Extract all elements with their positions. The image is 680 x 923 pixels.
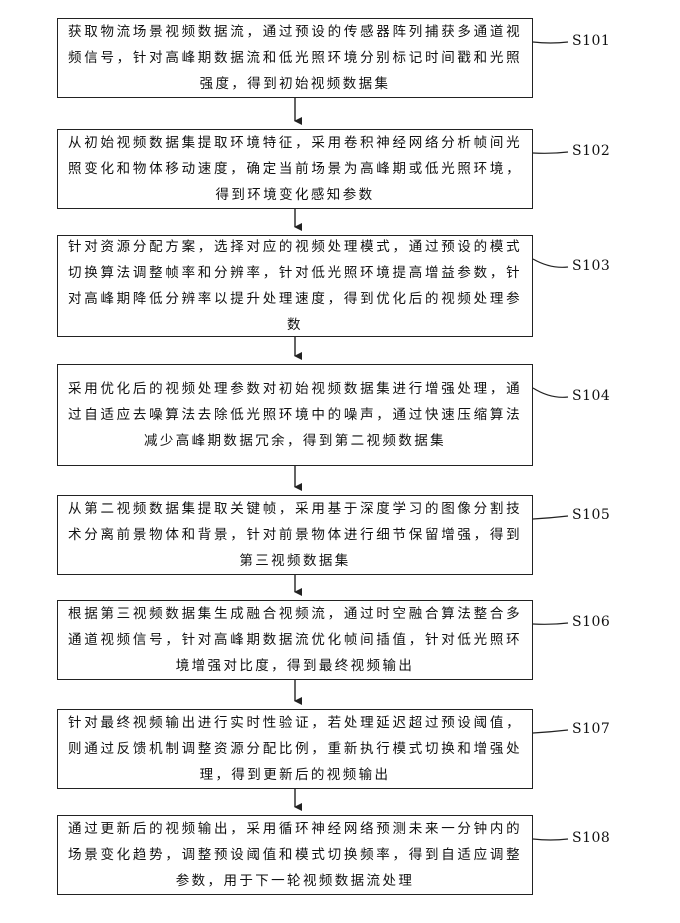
step-box-s101: 获取物流场景视频数据流，通过预设的传感器阵列捕获多通道视频信号，针对高峰期数据流…: [57, 18, 533, 98]
label-leader-line: [533, 388, 568, 397]
step-label-s101: S101: [572, 33, 610, 49]
step-label-s108: S108: [572, 830, 610, 846]
step-text-s106: 根据第三视频数据集生成融合视频流，通过时空融合算法整合多通道视频信号，针对高峰期…: [68, 601, 522, 679]
step-box-s105: 从第二视频数据集提取关键帧，采用基于深度学习的图像分割技术分离前景物体和背景，针…: [57, 495, 533, 575]
label-leader-line: [533, 516, 568, 519]
step-label-s103: S103: [572, 258, 610, 274]
step-label-s105: S105: [572, 507, 610, 523]
step-text-s103: 针对资源分配方案，选择对应的视频处理模式，通过预设的模式切换算法调整帧率和分辨率…: [68, 234, 522, 338]
step-text-s102: 从初始视频数据集提取环境特征，采用卷积神经网络分析帧间光照变化和物体移动速度，确…: [68, 130, 522, 208]
step-text-s108: 通过更新后的视频输出，采用循环神经网络预测未来一分钟内的场景变化趋势，调整预设阈…: [68, 816, 522, 894]
step-box-s104: 采用优化后的视频处理参数对初始视频数据集进行增强处理，通过自适应去噪算法去除低光…: [57, 364, 533, 466]
label-leader-line: [533, 839, 568, 840]
step-label-s104: S104: [572, 388, 610, 404]
step-box-s108: 通过更新后的视频输出，采用循环神经网络预测未来一分钟内的场景变化趋势，调整预设阈…: [57, 815, 533, 895]
label-leader-line: [533, 152, 568, 153]
label-leader-line: [533, 259, 568, 267]
step-label-s106: S106: [572, 614, 610, 630]
step-box-s102: 从初始视频数据集提取环境特征，采用卷积神经网络分析帧间光照变化和物体移动速度，确…: [57, 129, 533, 209]
step-box-s107: 针对最终视频输出进行实时性验证，若处理延迟超过预设阈值，则通过反馈机制调整资源分…: [57, 709, 533, 789]
step-text-s105: 从第二视频数据集提取关键帧，采用基于深度学习的图像分割技术分离前景物体和背景，针…: [68, 496, 522, 574]
label-leader-line: [533, 730, 568, 733]
step-label-s107: S107: [572, 721, 610, 737]
step-box-s106: 根据第三视频数据集生成融合视频流，通过时空融合算法整合多通道视频信号，针对高峰期…: [57, 600, 533, 680]
step-label-s102: S102: [572, 143, 610, 159]
step-text-s101: 获取物流场景视频数据流，通过预设的传感器阵列捕获多通道视频信号，针对高峰期数据流…: [68, 19, 522, 97]
label-leader-line: [533, 623, 568, 624]
step-text-s107: 针对最终视频输出进行实时性验证，若处理延迟超过预设阈值，则通过反馈机制调整资源分…: [68, 710, 522, 788]
label-leader-line: [533, 42, 568, 43]
step-box-s103: 针对资源分配方案，选择对应的视频处理模式，通过预设的模式切换算法调整帧率和分辨率…: [57, 235, 533, 337]
step-text-s104: 采用优化后的视频处理参数对初始视频数据集进行增强处理，通过自适应去噪算法去除低光…: [68, 376, 522, 454]
